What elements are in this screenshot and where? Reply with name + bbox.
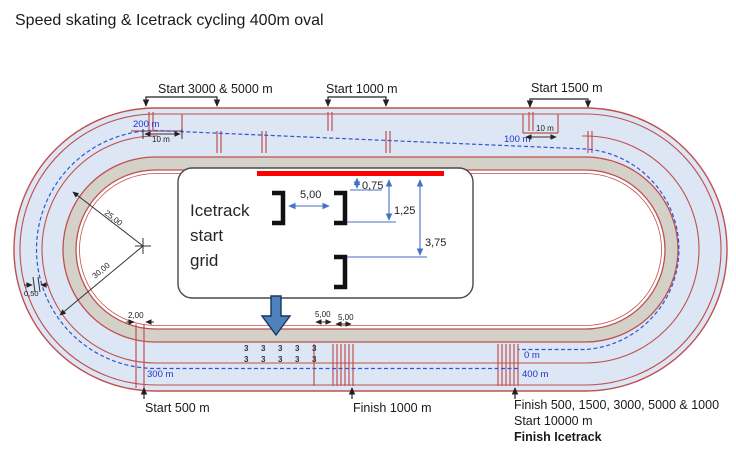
svg-text:3: 3 <box>261 355 266 364</box>
finish-block: Finish 500, 1500, 3000, 5000 & 1000 Star… <box>514 398 719 444</box>
offset-050-tick-b <box>37 276 41 293</box>
label-start-1000: Start 1000 m <box>326 82 398 96</box>
distance-markers: 200 m 100 m 300 m 400 m 0 m <box>133 119 548 380</box>
svg-text:3: 3 <box>244 344 249 353</box>
bottom-leaders <box>140 387 519 399</box>
top-leaders <box>142 96 592 108</box>
radius-25-arrow <box>72 191 144 247</box>
start-bar <box>257 171 444 176</box>
dim-label-500: 5,00 <box>300 189 321 201</box>
svg-text:3: 3 <box>312 344 317 353</box>
dim-200-label: 2,00 <box>128 311 144 320</box>
ten-left-label: 10 m <box>152 135 170 144</box>
infobox-frame <box>177 167 474 299</box>
svg-text:3: 3 <box>312 355 317 364</box>
label-finish-1000: Finish 1000 m <box>353 401 432 415</box>
leader-1500 <box>526 98 592 108</box>
svg-text:3: 3 <box>278 344 283 353</box>
leader-1000 <box>324 96 390 107</box>
infobox-title-line3: grid <box>190 251 218 270</box>
infobox-title-line2: start <box>190 226 223 245</box>
finish-block-line3: Finish Icetrack <box>514 430 602 444</box>
track-grid-marks: 3 3 3 3 3 3 3 3 3 3 <box>244 344 317 364</box>
crossing-zone-cover <box>158 115 582 154</box>
outer-oval-inner-edge <box>19 113 722 386</box>
dim-label-125: 1,25 <box>394 205 415 217</box>
offset-050-tick-a <box>32 276 36 293</box>
label-start-1500: Start 1500 m <box>531 81 603 95</box>
start-finish-ticks <box>135 112 593 388</box>
marker-400m: 400 m <box>522 369 548 380</box>
measurement-dashed-line <box>35 129 680 370</box>
svg-text:3: 3 <box>261 344 266 353</box>
grid-bracket-1 <box>272 190 286 226</box>
dim-500a-label: 5,00 <box>315 310 331 319</box>
ten-meter-dims: 10 m 10 m <box>142 124 557 144</box>
leader-3000-5000 <box>142 96 221 107</box>
marker-0m: 0 m <box>524 350 540 361</box>
marker-100m: 100 m <box>504 134 530 145</box>
svg-text:3: 3 <box>295 344 300 353</box>
radius-30-arrow <box>59 245 144 316</box>
ten-right-label: 10 m <box>536 124 554 133</box>
bottom-dims: 2,00 5,00 5,00 <box>126 310 354 327</box>
offset-050-label: 0,50 <box>24 289 39 298</box>
label-start-3000-5000: Start 3000 & 5000 m <box>158 82 273 96</box>
page-title: Speed skating & Icetrack cycling 400m ov… <box>15 12 324 29</box>
dim-500b-label: 5,00 <box>338 313 354 322</box>
grid-bracket-2 <box>334 190 348 226</box>
finish-block-line2: Start 10000 m <box>514 414 593 428</box>
svg-text:3: 3 <box>244 355 249 364</box>
dim-label-075: 0,75 <box>362 180 383 192</box>
marker-300m: 300 m <box>147 369 173 380</box>
big-arrow <box>260 295 292 337</box>
infobox-title-line1: Icetrack <box>190 201 250 220</box>
marker-200m: 200 m <box>133 119 159 130</box>
dim-label-375: 3,75 <box>425 237 446 249</box>
finish-block-line1: Finish 500, 1500, 3000, 5000 & 1000 <box>514 398 719 412</box>
label-start-500: Start 500 m <box>145 401 210 415</box>
svg-text:3: 3 <box>278 355 283 364</box>
svg-text:3: 3 <box>295 355 300 364</box>
infobox: Icetrack start grid 5,00 0,75 1,25 3,75 <box>177 167 474 299</box>
grid-bracket-3 <box>334 254 348 290</box>
